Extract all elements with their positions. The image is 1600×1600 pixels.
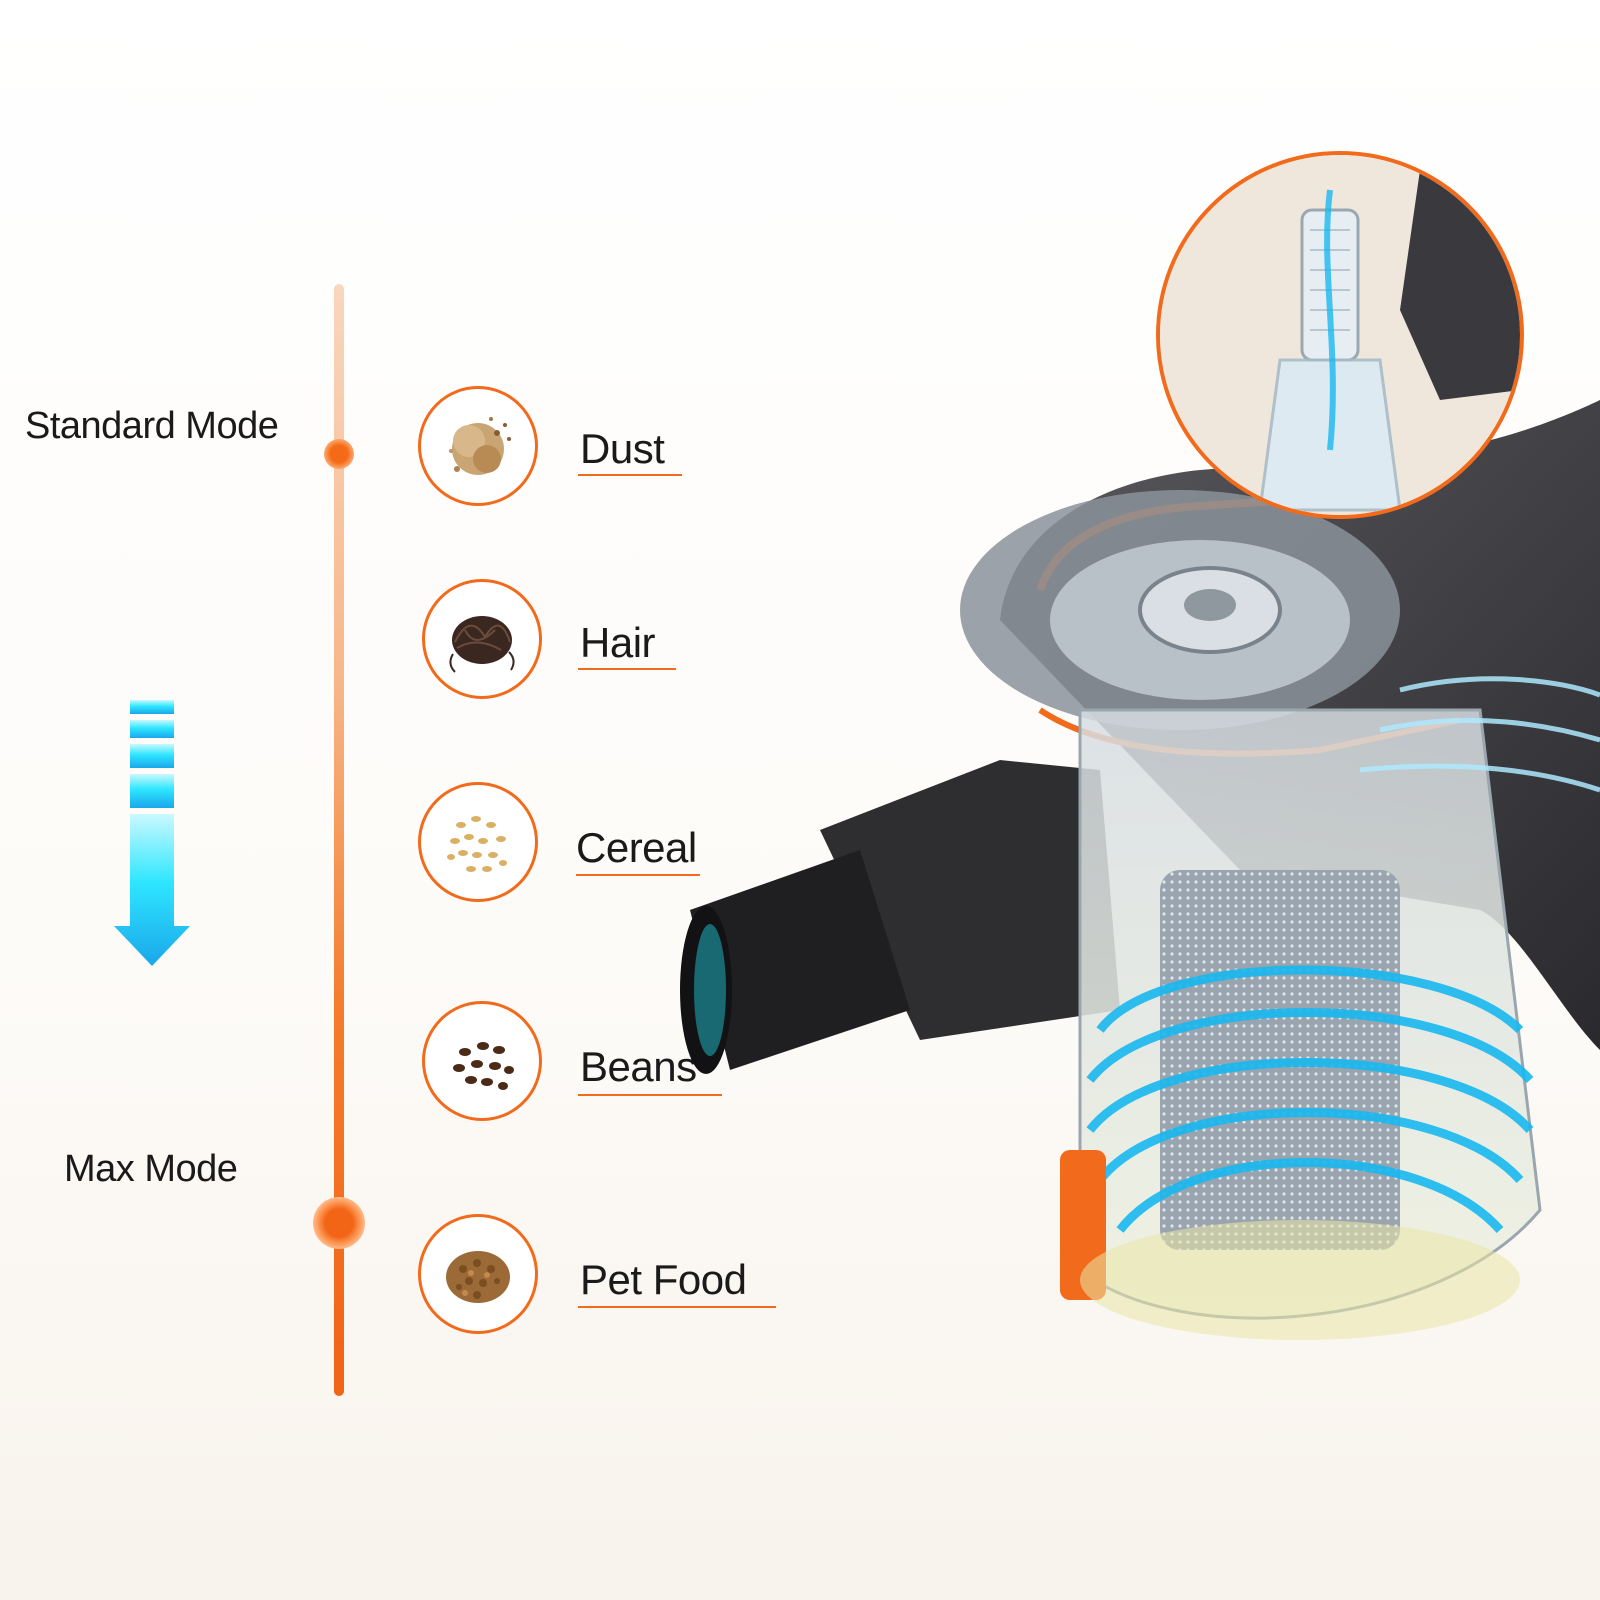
debris-label: Cereal [576,824,697,871]
debris-label: Beans [580,1043,697,1090]
label-underline [578,474,682,476]
max-mode-label: Max Mode [64,1148,238,1190]
increase-arrow-icon [114,700,190,966]
standard-mode-label: Standard Mode [25,405,279,447]
debris-label: Hair [580,619,656,666]
label-underline [578,1306,776,1308]
dust-icon [418,386,538,506]
suction-scale-bar [334,284,344,1396]
pet-food-icon [418,1214,538,1334]
debris-label: Dust [580,425,665,472]
hair-icon [422,579,542,699]
beans-icon [422,1001,542,1121]
cereal-icon [418,782,538,902]
label-underline [578,668,676,670]
max-mode-marker [313,1197,365,1249]
label-underline [578,1094,722,1096]
debris-label: Pet Food [580,1256,747,1303]
label-underline [576,874,700,876]
vacuum-illustration [680,151,1600,1340]
standard-mode-marker [324,439,354,469]
